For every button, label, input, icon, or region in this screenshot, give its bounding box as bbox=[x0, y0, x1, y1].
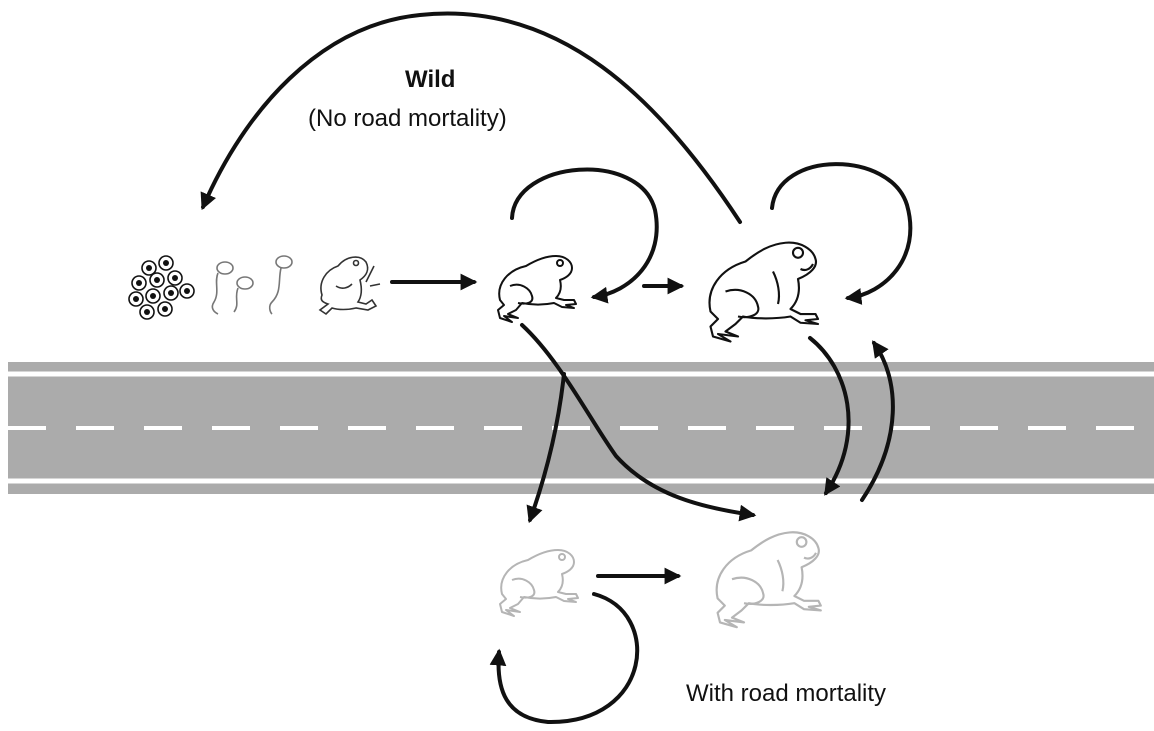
wild-title: Wild bbox=[405, 66, 455, 94]
metamorph-frog-icon bbox=[320, 257, 380, 314]
adult-frog-icon bbox=[710, 243, 818, 342]
road bbox=[8, 362, 1154, 494]
adult-frog-road-icon bbox=[717, 532, 821, 627]
wild-subtitle: (No road mortality) bbox=[308, 105, 507, 133]
arrow-road-juvenile-self-loop bbox=[499, 594, 638, 722]
road-mortality-label: With road mortality bbox=[686, 680, 886, 708]
arrow-adult-self-loop bbox=[772, 164, 910, 298]
juvenile-frog-road-icon bbox=[500, 550, 578, 616]
juvenile-frog-icon bbox=[498, 256, 576, 322]
eggs-icon bbox=[129, 256, 194, 319]
arrow-juvenile-self-loop bbox=[512, 169, 657, 297]
tadpoles-icon bbox=[212, 256, 292, 314]
